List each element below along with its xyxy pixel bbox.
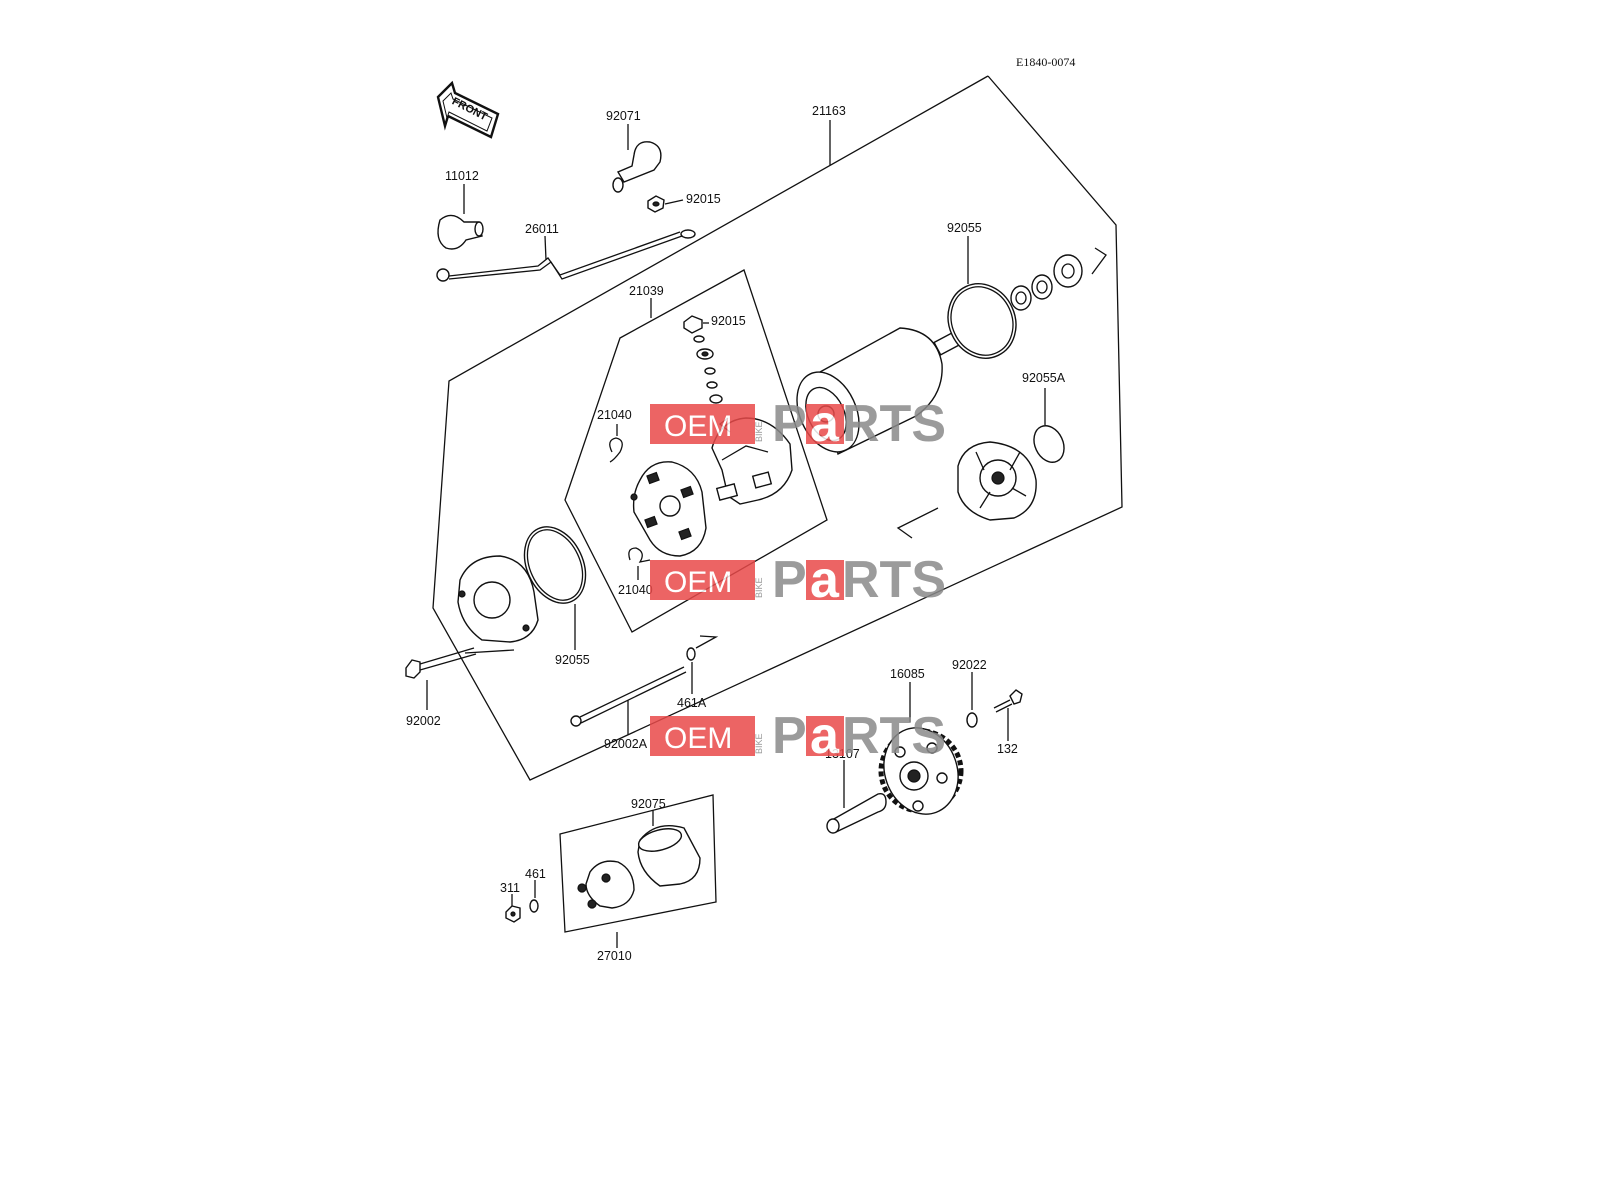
terminal-cap-11012 [437, 214, 484, 250]
svg-text:RTS: RTS [842, 551, 946, 609]
label-461: 461 [525, 867, 546, 881]
washer-stack-right [1010, 247, 1107, 311]
leader-bolt-line [464, 649, 515, 654]
label-132: 132 [997, 742, 1018, 756]
bolt-92002 [405, 647, 477, 679]
label-21040-lower: 21040 [618, 583, 653, 597]
svg-text:RTS: RTS [842, 707, 946, 765]
label-92015-top: 92015 [686, 192, 721, 206]
assembly-outline-27010 [559, 794, 717, 933]
ring-461A [686, 635, 719, 661]
svg-text:BIKE: BIKE [754, 733, 764, 754]
nut-washer-stack [683, 315, 723, 404]
svg-text:OEM: OEM [664, 566, 732, 599]
o-ring-92055A [1033, 425, 1065, 463]
assembly-outline-21163 [432, 75, 1123, 781]
label-21163: 21163 [812, 104, 846, 118]
starter-gear-16085 [878, 727, 964, 815]
svg-text:P: P [772, 551, 807, 609]
svg-text:OEM: OEM [664, 410, 732, 443]
label-11012: 11012 [445, 169, 479, 183]
solenoid-body-27010 [577, 860, 635, 909]
label-92002A: 92002A [604, 737, 648, 751]
washer-92022 [966, 712, 978, 728]
svg-text:P: P [772, 395, 807, 453]
label-27010: 27010 [597, 949, 632, 963]
end-cover-left [457, 555, 539, 643]
svg-text:a: a [810, 551, 840, 609]
diagram-code: E1840-0074 [1016, 55, 1075, 69]
direction-arrow-mid [896, 507, 939, 539]
lead-wire-26011 [436, 229, 696, 282]
spring-21040-upper [609, 437, 623, 463]
svg-text:OEM: OEM [664, 722, 732, 755]
front-arrow-icon: FRONT [436, 80, 500, 139]
svg-text:P: P [772, 707, 807, 765]
end-cover-right [957, 441, 1037, 521]
nut-92015-top [647, 195, 665, 213]
o-ring-92055-top [947, 283, 1017, 359]
leader-26011 [544, 235, 547, 261]
label-92002: 92002 [406, 714, 441, 728]
svg-text:a: a [810, 707, 840, 765]
label-92075: 92075 [631, 797, 666, 811]
ring-461 [529, 899, 539, 913]
label-92055-left: 92055 [555, 653, 590, 667]
label-461A: 461A [677, 696, 707, 710]
shaft-13107 [826, 792, 887, 834]
label-21040-upper: 21040 [597, 408, 632, 422]
watermark-logo-2: OEM BIKE P a RTS [650, 551, 946, 609]
watermark-logo-1: OEM BIKE P a RTS [650, 395, 946, 453]
svg-text:a: a [810, 395, 840, 453]
brush-holder-plate [630, 461, 707, 557]
label-21039: 21039 [629, 284, 664, 298]
label-92015-mid: 92015 [711, 314, 746, 328]
svg-text:BIKE: BIKE [754, 577, 764, 598]
through-bolt-92002A [570, 666, 687, 727]
svg-text:RTS: RTS [842, 395, 946, 453]
label-92022: 92022 [952, 658, 987, 672]
terminal-cap-92071 [612, 141, 662, 193]
clutch-housing-92075 [637, 825, 701, 887]
svg-text:BIKE: BIKE [754, 421, 764, 442]
label-92055A: 92055A [1022, 371, 1066, 385]
bolt-132 [993, 689, 1023, 713]
label-92071: 92071 [606, 109, 641, 123]
watermark-logo-3: OEM BIKE P a RTS [650, 707, 946, 765]
label-311: 311 [500, 881, 520, 895]
nut-311 [505, 905, 521, 923]
leader-92015-top [664, 199, 684, 205]
label-92055-top: 92055 [947, 221, 982, 235]
label-16085: 16085 [890, 667, 925, 681]
label-26011: 26011 [525, 222, 559, 236]
spring-21040-lower [628, 547, 651, 563]
